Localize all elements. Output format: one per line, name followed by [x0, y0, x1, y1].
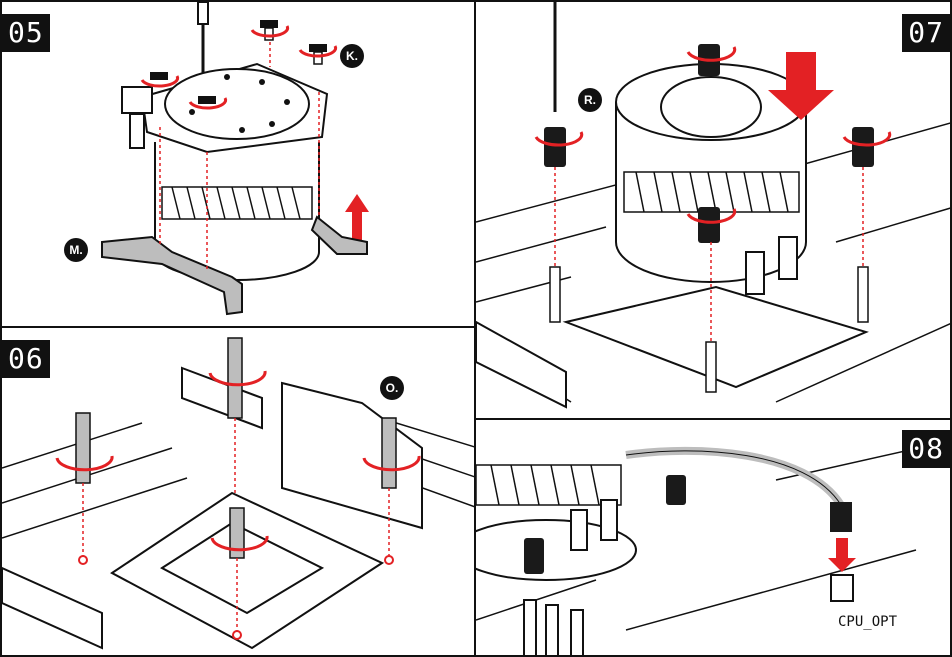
- fan-grille: [476, 464, 622, 506]
- panel-step-06: 06 O.: [0, 326, 476, 657]
- cpu-opt-header: [830, 574, 854, 602]
- rotation-arrows: [55, 370, 421, 552]
- screwdriver-handle: [197, 2, 209, 25]
- fan-cable: [625, 446, 845, 508]
- panel-step-07: 07 R.: [474, 0, 952, 420]
- inlet-fitting: [121, 86, 153, 114]
- barb-fitting: [129, 113, 145, 149]
- ram-slot: [476, 320, 567, 409]
- callout-k: K.: [340, 44, 364, 68]
- pump-fan-hub: [660, 76, 762, 138]
- screw-group: [150, 20, 327, 104]
- panel-step-05: 05 K. M.: [0, 0, 476, 328]
- step-number: 07: [902, 14, 950, 52]
- backplate-standoff-illustration: [2, 337, 474, 650]
- rotation-arrows: [534, 46, 892, 224]
- barb-fittings: [570, 499, 618, 551]
- fan-cable-illustration: [476, 420, 950, 655]
- callout-m: M.: [64, 238, 88, 262]
- standoffs: [549, 266, 869, 393]
- callout-r: R.: [578, 88, 602, 112]
- ram-slots: [523, 599, 584, 655]
- step-number: 06: [2, 340, 50, 378]
- step-number: 08: [902, 430, 950, 468]
- rotation-arrows: [140, 25, 338, 110]
- pump-assembly-illustration: [101, 2, 369, 316]
- step-number: 05: [2, 14, 50, 52]
- mounting-bracket-right: [310, 215, 368, 255]
- connect-arrow: [828, 538, 856, 572]
- fan-grille: [161, 186, 313, 220]
- cpu-opt-label: CPU_OPT: [838, 614, 898, 630]
- standoffs: [75, 337, 397, 559]
- cpu-chip: [160, 521, 325, 615]
- panel-step-08: 08 CPU_OPT: [474, 418, 952, 657]
- press-down-arrow: [768, 52, 834, 120]
- cpu-socket: [562, 285, 869, 389]
- barb-fittings: [745, 236, 798, 295]
- lift-arrow: [345, 194, 369, 242]
- pump-mounting-illustration: [476, 2, 950, 409]
- ram-slots: [2, 366, 423, 650]
- thumbscrews: [524, 475, 686, 574]
- callout-o: O.: [380, 376, 404, 400]
- mounting-bracket-left: [101, 235, 243, 316]
- fan-connector: [830, 502, 852, 532]
